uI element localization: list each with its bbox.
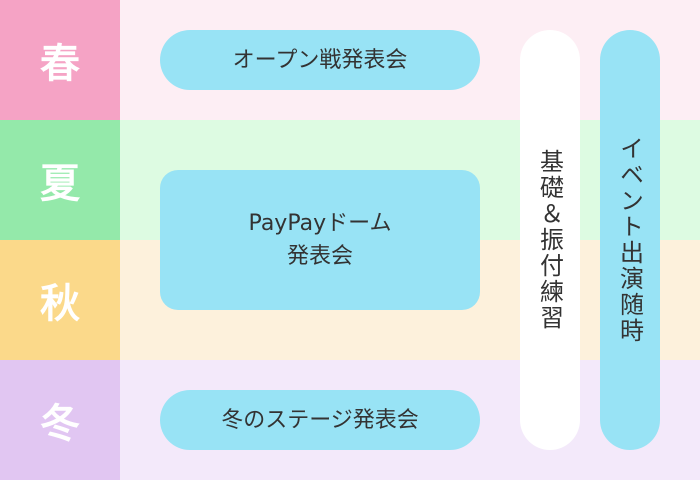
winter-label: 冬 — [0, 360, 120, 480]
winter-event-pill: 冬のステージ発表会 — [160, 390, 480, 450]
spring-label: 春 — [0, 0, 120, 120]
autumn-label: 秋 — [0, 240, 120, 360]
practice-vertical-pill: 基礎＆振付練習 — [520, 30, 580, 450]
paypay-dome-event-line1: PayPayドーム — [248, 211, 392, 236]
paypay-dome-event-block: PayPayドーム 発表会 — [160, 170, 480, 310]
summer-label: 夏 — [0, 120, 120, 240]
performances-vertical-pill: イベント出演随時 — [600, 30, 660, 450]
spring-event-pill: オープン戦発表会 — [160, 30, 480, 90]
paypay-dome-event-line2: 発表会 — [286, 244, 353, 269]
